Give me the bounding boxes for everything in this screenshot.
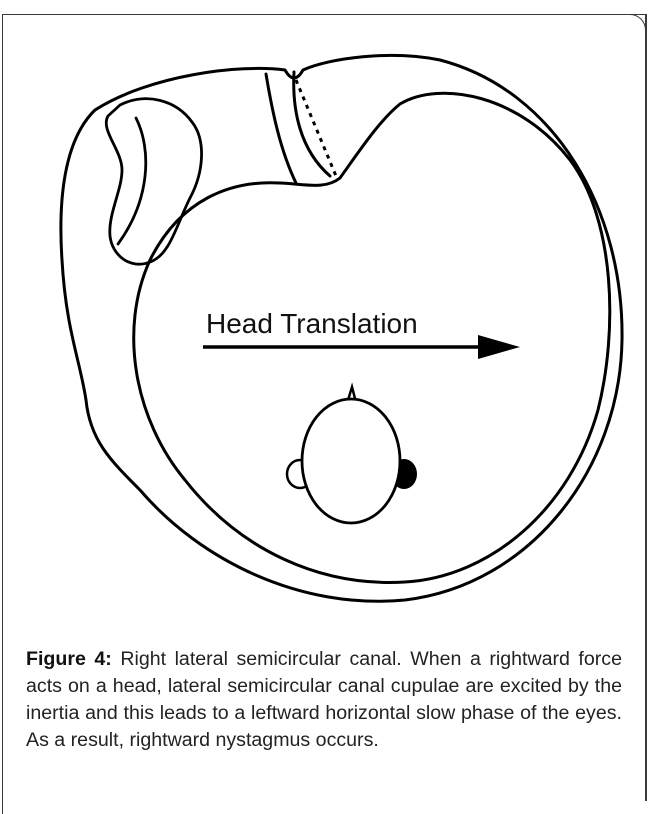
ampulla-wall-right (294, 72, 330, 176)
figure-label: Figure 4: (26, 648, 112, 670)
semicircular-canal-diagram: Head Translation (0, 0, 660, 640)
ampulla-wall-left (266, 74, 296, 183)
figure-caption-text: Right lateral semicircular canal. When a… (26, 648, 622, 751)
head-icon (287, 387, 417, 523)
figure-caption: Figure 4: Right lateral semicircular can… (26, 646, 622, 754)
head-translation-label: Head Translation (206, 308, 418, 339)
utricle-inner-line (118, 118, 146, 244)
